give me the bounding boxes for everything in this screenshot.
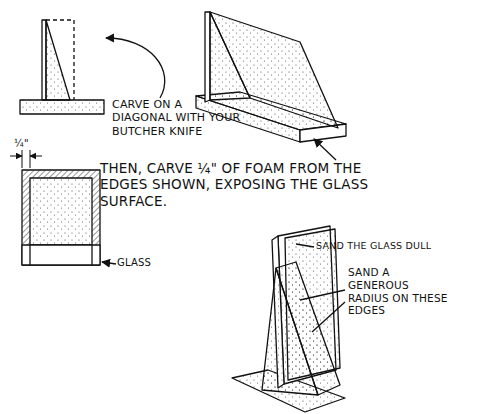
wedge-sloped-face — [210, 12, 338, 128]
glass-band — [22, 245, 100, 265]
removed-foam-outline — [46, 20, 74, 100]
dimension-tick — [22, 150, 23, 168]
foam-wedge-side — [46, 20, 70, 100]
glass-edge — [205, 12, 210, 102]
leader-arrow — [106, 38, 165, 98]
dimension-arrow — [30, 156, 42, 157]
leader-line — [296, 244, 314, 247]
leader-arrow — [314, 139, 336, 160]
dimension-arrow — [10, 156, 22, 157]
annotation-label: CARVE ON A DIAGONAL WITH YOUR BUTCHER KN… — [112, 98, 244, 138]
glass-divider — [91, 245, 92, 265]
glass-divider — [29, 245, 30, 265]
dimension-tick — [30, 150, 31, 168]
foam-base-side — [20, 100, 104, 114]
leader-arrow — [102, 262, 116, 264]
wedge-end-face — [262, 268, 318, 395]
remaining-foam — [30, 178, 92, 245]
annotation-label: GLASS — [117, 257, 177, 269]
leader-line — [312, 302, 345, 332]
annotation-label: ¼" — [14, 138, 48, 150]
section-outline — [22, 170, 100, 265]
annotation-label: SAND THE GLASS DULL — [316, 240, 491, 252]
leader-line — [300, 290, 345, 300]
annotation-label: THEN, CARVE ¼" OF FOAM FROM THE EDGES SH… — [100, 160, 375, 209]
annotation-label: SAND A GENEROUS RADIUS ON THESE EDGES — [348, 266, 448, 317]
carved-foam-border — [22, 170, 100, 245]
base-end-face — [300, 124, 346, 142]
